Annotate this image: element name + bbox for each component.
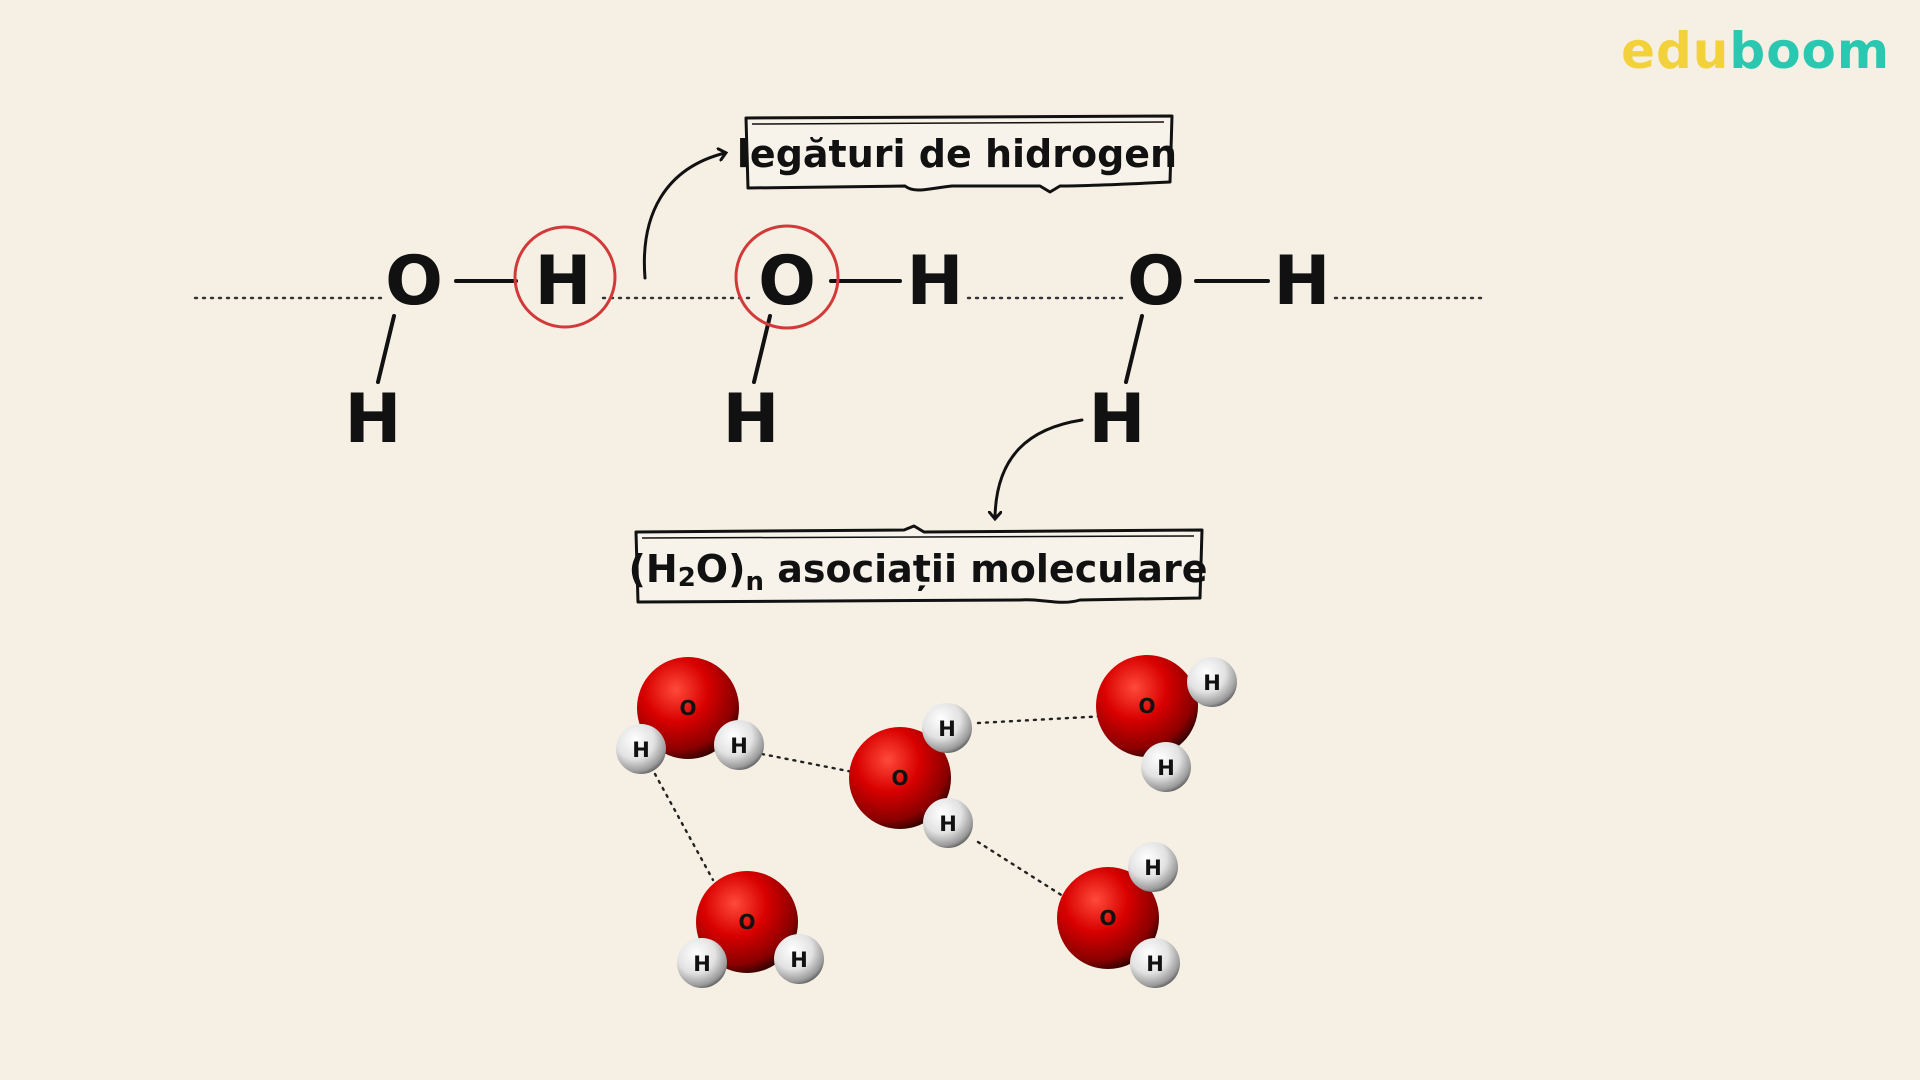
formula-hydrogen-below-1: H xyxy=(345,380,402,459)
oxygen-atom-label: O xyxy=(891,766,908,790)
model-hydrogen-bonds xyxy=(653,714,1108,900)
model-hbond-1 xyxy=(760,752,860,775)
highlight-circle-oxygen xyxy=(734,224,840,330)
logo-part-boom: boom xyxy=(1729,22,1890,80)
water-molecule-1: O H H xyxy=(616,657,764,774)
label-molecular-associations: (H2O)n asociații moleculare xyxy=(629,524,1208,604)
oxygen-atom-label: O xyxy=(738,910,755,934)
oxygen-atom-label: O xyxy=(1138,694,1155,718)
label-box-hydrogen-bonds xyxy=(744,114,1174,194)
hydrogen-atom-label: H xyxy=(1203,671,1221,695)
hydrogen-atom xyxy=(1187,657,1237,707)
hydrogen-atom-label: H xyxy=(1157,756,1175,780)
assoc-sub-n: n xyxy=(745,567,764,597)
model-hbond-2 xyxy=(653,772,715,882)
hydrogen-atom xyxy=(677,938,727,988)
water-molecule-5: O H H xyxy=(1057,842,1180,988)
oxygen-atom xyxy=(1057,867,1159,969)
oxygen-atom-label: O xyxy=(679,696,696,720)
formula-oxygen-1: O xyxy=(385,242,443,321)
formula-hydrogen-3: H xyxy=(1274,242,1331,321)
hydrogen-atom xyxy=(774,934,824,984)
formula-letters: O H H O H H O H H xyxy=(345,242,1331,459)
water-molecule-models: O H H O H H O H H O H xyxy=(616,655,1237,988)
formula-hydrogen-below-3: H xyxy=(1089,380,1146,459)
formula-oxygen-3: O xyxy=(1127,242,1185,321)
label-box-associations xyxy=(634,524,1204,604)
hydrogen-atom-label: H xyxy=(730,734,748,758)
arrow-to-hydrogen-bonds xyxy=(642,153,725,280)
hydrogen-atom-label: H xyxy=(632,738,650,762)
hydrogen-atom-label: H xyxy=(693,952,711,976)
arrow-to-associations xyxy=(995,418,1084,518)
covalent-bonds xyxy=(376,279,1270,384)
assoc-sub-2: 2 xyxy=(678,563,696,593)
bond-o1-hbelow xyxy=(376,314,396,384)
model-hbond-4 xyxy=(976,840,1068,900)
pointer-arrows xyxy=(642,153,1084,518)
label-text-hydrogen-bonds: legături de hidrogen xyxy=(737,132,1177,176)
formula-hydrogen-below-2: H xyxy=(723,380,780,459)
hydrogen-atom xyxy=(1141,742,1191,792)
oxygen-atom xyxy=(1096,655,1198,757)
formula-oxygen-2: O xyxy=(758,242,816,321)
formula-hydrogen-1: H xyxy=(535,242,592,321)
bond-o2-hbelow xyxy=(752,314,772,384)
hydrogen-atom xyxy=(1130,938,1180,988)
hydrogen-atom xyxy=(1128,842,1178,892)
logo-part-edu: edu xyxy=(1621,22,1730,80)
assoc-prefix: (H xyxy=(629,547,678,591)
highlight-circles xyxy=(513,224,840,330)
label-hydrogen-bonds: legături de hidrogen xyxy=(737,114,1177,194)
hydrogen-atom xyxy=(714,720,764,770)
hydrogen-atom xyxy=(923,798,973,848)
hydrogen-atom xyxy=(922,703,972,753)
water-molecule-2: O H H xyxy=(849,703,973,848)
hydrogen-atom xyxy=(616,724,666,774)
hydrogen-atom-label: H xyxy=(938,717,956,741)
hydrogen-atom-label: H xyxy=(1146,952,1164,976)
oxygen-atom xyxy=(849,727,951,829)
model-hbond-3 xyxy=(976,714,1108,725)
hydrogen-atom-label: H xyxy=(790,948,808,972)
hydrogen-atom-label: H xyxy=(939,812,957,836)
water-molecule-3: O H H xyxy=(1096,655,1237,792)
oxygen-atom xyxy=(637,657,739,759)
eduboom-logo: eduboom xyxy=(1621,22,1890,80)
hydrogen-atom-label: H xyxy=(1144,856,1162,880)
formula-hydrogen-2: H xyxy=(907,242,964,321)
oxygen-atom-label: O xyxy=(1099,906,1116,930)
highlight-circle-hydrogen xyxy=(513,225,617,329)
water-molecule-4: O H H xyxy=(677,871,824,988)
bond-o3-hbelow xyxy=(1124,314,1144,384)
assoc-suffix: asociații moleculare xyxy=(764,547,1208,591)
assoc-mid: O) xyxy=(696,547,746,591)
label-text-associations: (H2O)n asociații moleculare xyxy=(629,547,1208,597)
